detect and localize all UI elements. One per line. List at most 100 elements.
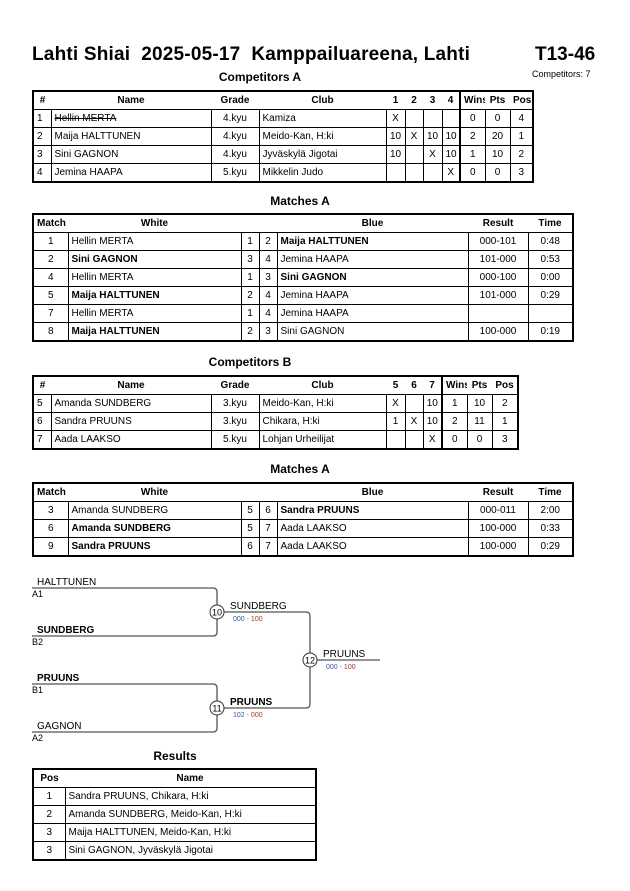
table-cell: 4.kyu (210, 109, 260, 128)
score-white: 000 (326, 664, 338, 671)
table-cell: 6 (240, 537, 260, 557)
column-header: Pts (467, 376, 492, 395)
table-cell: X (404, 412, 424, 431)
table-cell: Meido-Kan, H:ki (258, 127, 387, 146)
table-cell: 3 (32, 823, 66, 842)
table-cell: 3.kyu (210, 394, 260, 413)
table-cell: Amanda SUNDBERG, Meido-Kan, H:ki (64, 805, 317, 824)
table-cell: 1 (32, 109, 52, 128)
table-cell: Hellin MERTA (67, 232, 242, 251)
table-cell: 1 (32, 787, 66, 806)
table-cell: 6 (258, 501, 278, 520)
table-cell: 101-000 (467, 286, 529, 305)
table-cell: Hellin MERTA (67, 304, 242, 323)
column-header: 2 (405, 91, 423, 110)
table-cell: 10 (484, 145, 511, 164)
column-header: Blue (277, 483, 468, 502)
table-cell: Jemina HAAPA (50, 163, 212, 183)
column-header: # (33, 91, 51, 110)
match-winner: PRUUNS (323, 649, 366, 660)
table-cell: 10 (441, 145, 461, 164)
table-cell: 2 (459, 127, 486, 146)
column-header: Grade (211, 91, 259, 110)
table-cell: 2 (32, 127, 52, 146)
table-cell: 0 (441, 430, 468, 450)
table-cell: Chikara, H:ki (258, 412, 387, 431)
table-cell: 1 (240, 232, 260, 251)
table-cell: 4.kyu (210, 145, 260, 164)
table-cell: Amanda SUNDBERG (67, 519, 242, 538)
table-cell: Amanda SUNDBERG (50, 394, 212, 413)
table-cell: 5 (32, 286, 69, 305)
table-cell: 3.kyu (210, 412, 260, 431)
table-cell (385, 163, 406, 183)
table-cell: 3 (258, 268, 278, 287)
table-cell: 0 (459, 163, 486, 183)
table-cell: 3 (491, 430, 519, 450)
column-header: 6 (405, 376, 423, 395)
table-cell: 2 (258, 232, 278, 251)
table-cell: 2 (240, 322, 260, 342)
table-cell: 1 (240, 304, 260, 323)
table-cell: 5.kyu (210, 163, 260, 183)
table-cell (467, 304, 529, 323)
table-cell: Jemina HAAPA (276, 304, 469, 323)
bracket-entry-name: PRUUNS (37, 673, 80, 684)
table-cell: 20 (484, 127, 511, 146)
table-cell: Sandra PRUUNS (276, 501, 469, 520)
table-cell: X (404, 127, 424, 146)
table-cell: 4 (32, 163, 52, 183)
table-cell (441, 109, 461, 128)
competitors-count: Competitors: 7 (532, 69, 591, 79)
table-cell: 10 (422, 394, 443, 413)
table-cell: X (422, 430, 443, 450)
bracket-entry-seed: B1 (32, 685, 43, 695)
column-header: Name (51, 91, 211, 110)
table-cell: 2 (32, 805, 66, 824)
match-number: 10 (212, 608, 222, 618)
table-cell: Kamiza (258, 109, 387, 128)
match-score: 000 - 100 (233, 616, 263, 623)
table-cell: 10 (422, 412, 443, 431)
table-cell: 2:00 (527, 501, 574, 520)
table-cell: 5 (240, 501, 260, 520)
table-cell (404, 394, 424, 413)
table-cell: Maija HALTTUNEN, Meido-Kan, H:ki (64, 823, 317, 842)
table-cell: Maija HALTTUNEN (276, 232, 469, 251)
table-cell: 000-101 (467, 232, 529, 251)
table-cell: 4 (258, 304, 278, 323)
table-cell: Sandra PRUUNS, Chikara, H:ki (64, 787, 317, 806)
column-header: Name (51, 376, 211, 395)
table-cell (527, 304, 574, 323)
table-cell (404, 109, 424, 128)
column-header: 4 (442, 91, 460, 110)
column-header: Club (259, 91, 386, 110)
column-header (241, 214, 259, 233)
bracket-entry-name: HALTTUNEN (37, 577, 96, 588)
table-cell: 5.kyu (210, 430, 260, 450)
table-cell: Sini GAGNON (50, 145, 212, 164)
table-cell: 7 (32, 304, 69, 323)
table-cell: Jemina HAAPA (276, 286, 469, 305)
match-score: 102 - 000 (233, 712, 263, 719)
table-cell: 100-000 (467, 322, 529, 342)
bracket-entry-seed: A1 (32, 589, 43, 599)
table-cell: 0 (484, 163, 511, 183)
table-cell: 10 (422, 127, 443, 146)
column-header: Time (528, 214, 573, 233)
table-cell: 2 (441, 412, 468, 431)
table-cell: Mikkelin Judo (258, 163, 387, 183)
column-header (259, 483, 277, 502)
table-cell: 10 (441, 127, 461, 146)
table-cell: 1 (459, 145, 486, 164)
table-cell: 3 (258, 322, 278, 342)
table-cell: Maija HALTTUNEN (67, 322, 242, 342)
header-row: #NameGradeClub1234WinsPtsPos (33, 91, 533, 110)
